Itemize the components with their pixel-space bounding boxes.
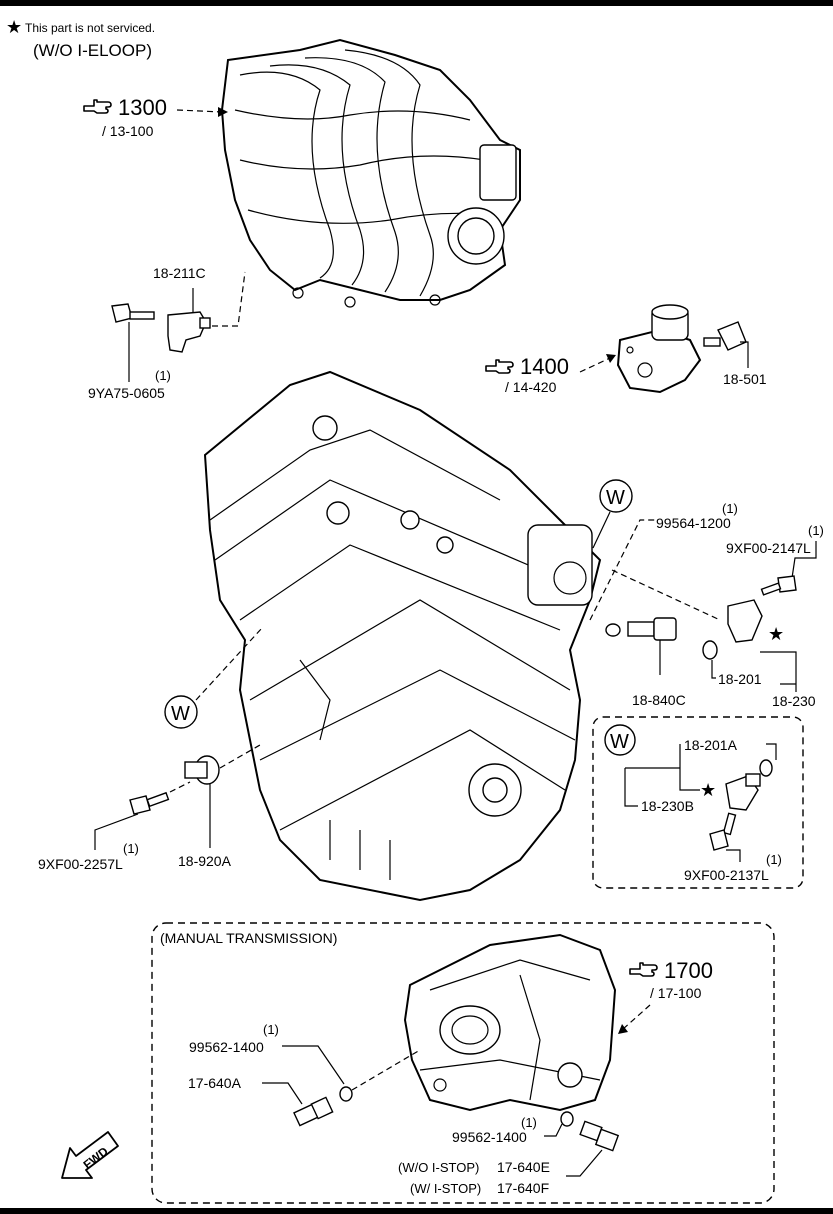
sensor-18-230	[727, 599, 763, 643]
bolt-9YA75-0605	[111, 303, 155, 323]
bolt-9XF00-2147L	[760, 575, 797, 596]
qty-99562-1400-b: (1)	[521, 1115, 537, 1130]
ref-1700[interactable]: 1700 / 17-100	[629, 958, 713, 1001]
ref-1300-section: / 13-100	[102, 123, 154, 139]
ref-1400-section: / 14-420	[505, 379, 557, 395]
star-icon: ★	[6, 17, 22, 37]
callout-w-box[interactable]: W	[604, 724, 636, 756]
ref-1400-number: 1400	[520, 354, 569, 379]
part-99564-1200[interactable]: 99564-1200	[656, 515, 731, 531]
bolt-9XF00-2257L	[129, 791, 170, 815]
part-9XF00-2137L[interactable]: 9XF00-2137L	[684, 867, 769, 883]
qty-9YA75-0605: (1)	[155, 368, 171, 383]
manual-transmission-title: (MANUAL TRANSMISSION)	[160, 930, 337, 946]
o-ring-18-201A	[759, 759, 773, 777]
bolt-9XF00-2137L	[709, 812, 737, 851]
part-17-640A[interactable]: 17-640A	[188, 1075, 242, 1091]
top-border	[0, 0, 833, 6]
o-ring-18-201	[702, 640, 718, 660]
callout-w-box-text: W	[610, 731, 629, 753]
part-18-230[interactable]: 18-230	[772, 693, 816, 709]
callout-w-top-text: W	[606, 487, 625, 509]
intake-manifold	[220, 38, 521, 308]
transmission	[403, 933, 617, 1112]
callout-w-left-text: W	[171, 703, 190, 725]
qty-99564-1200: (1)	[722, 501, 738, 516]
qty-9XF00-2147L: (1)	[808, 523, 824, 538]
w-variant-box	[592, 716, 804, 889]
part-9YA75-0605[interactable]: 9YA75-0605	[88, 385, 165, 401]
part-18-211C[interactable]: 18-211C	[153, 265, 206, 281]
star-icon: ★	[700, 780, 716, 800]
sensor-18-230B	[725, 773, 761, 811]
o-ring-99562-1400-b	[560, 1111, 574, 1127]
hand-pointer-icon	[629, 962, 658, 977]
sensor-18-501	[703, 321, 747, 351]
part-18-201A[interactable]: 18-201A	[684, 737, 738, 753]
part-17-640F[interactable]: 17-640F	[497, 1180, 549, 1196]
variant-label: (W/O I-ELOOP)	[33, 41, 152, 60]
part-99562-1400-a[interactable]: 99562-1400	[189, 1039, 264, 1055]
part-18-501[interactable]: 18-501	[723, 371, 767, 387]
hand-pointer-icon	[83, 99, 112, 114]
part-17-640E[interactable]: 17-640E	[497, 1159, 550, 1175]
bottom-border	[0, 1208, 833, 1214]
part-9XF00-2257L[interactable]: 9XF00-2257L	[38, 856, 123, 872]
switch-17-640EF	[579, 1120, 620, 1152]
knock-sensor-18-920A	[184, 755, 220, 785]
sensor-18-840C	[627, 617, 677, 641]
callout-w-top[interactable]: W	[599, 479, 633, 513]
part-9XF00-2147L[interactable]: 9XF00-2147L	[726, 540, 811, 556]
ref-1700-section: / 17-100	[650, 985, 702, 1001]
hand-pointer-icon	[485, 359, 514, 374]
qty-9XF00-2137L: (1)	[766, 852, 782, 867]
oil-control-valve	[616, 304, 702, 394]
callout-w-left[interactable]: W	[164, 695, 198, 729]
part-18-201[interactable]: 18-201	[718, 671, 762, 687]
qty-9XF00-2257L: (1)	[123, 841, 139, 856]
o-ring-99562-1400-a	[339, 1086, 353, 1102]
ref-1300-number: 1300	[118, 95, 167, 120]
part-18-840C[interactable]: 18-840C	[632, 692, 686, 708]
ref-1700-number: 1700	[664, 958, 713, 983]
engine-assembly	[203, 370, 602, 902]
sensor-18-211C	[167, 311, 211, 353]
switch-17-640A	[293, 1096, 334, 1127]
part-18-230B[interactable]: 18-230B	[641, 798, 694, 814]
cond-17-640F: (W/ I-STOP)	[410, 1181, 481, 1196]
part-99562-1400-b[interactable]: 99562-1400	[452, 1129, 527, 1145]
ref-1300[interactable]: 1300 / 13-100	[83, 95, 167, 139]
part-18-920A[interactable]: 18-920A	[178, 853, 232, 869]
star-icon: ★	[768, 624, 784, 644]
fwd-arrow-icon: FWD	[61, 1131, 119, 1179]
qty-99562-1400-a: (1)	[263, 1022, 279, 1037]
ref-1400[interactable]: 1400 / 14-420	[485, 354, 569, 395]
not-serviced-note: This part is not serviced.	[25, 21, 155, 35]
o-ring-99564-1200	[605, 623, 621, 637]
cond-17-640E: (W/O I-STOP)	[398, 1160, 479, 1175]
